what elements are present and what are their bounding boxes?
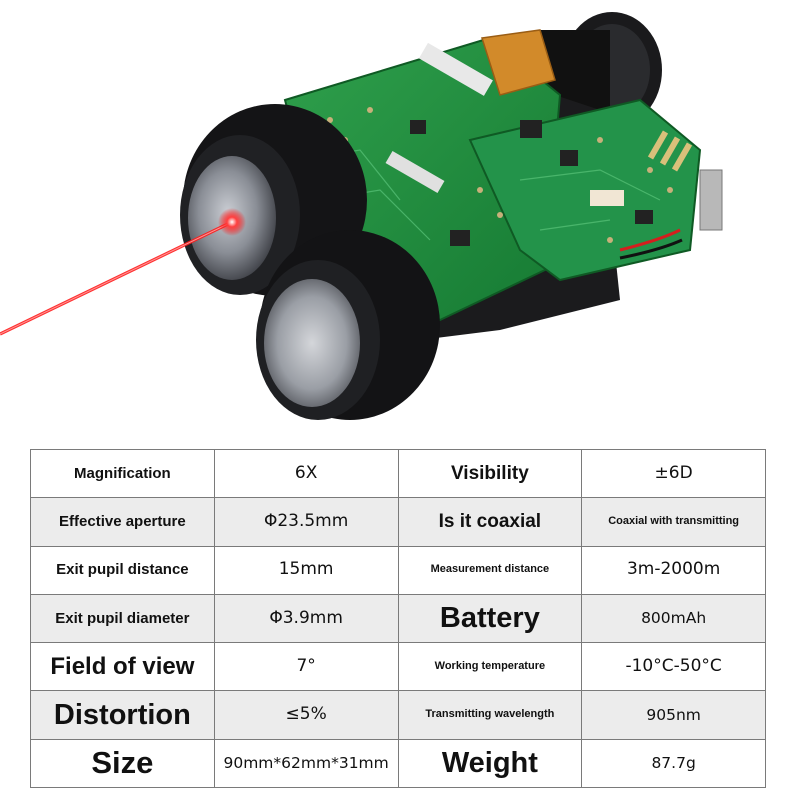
table-row: Effective aperture Φ23.5mm Is it coaxial… (30, 497, 766, 547)
spec-value: 90mm*62mm*31mm (213, 738, 399, 789)
spec-value: Φ3.9mm (213, 593, 399, 644)
table-row: Distortion ≤5% Transmitting wavelength 9… (30, 690, 766, 740)
metal-bracket (699, 169, 723, 231)
spec-label: Size (30, 738, 215, 789)
spec-value: 87.7g (581, 738, 766, 789)
spec-label: Weight (397, 738, 583, 789)
spec-label: Magnification (30, 448, 215, 499)
spec-label: Exit pupil distance (30, 545, 215, 595)
spec-label: Working temperature (397, 642, 583, 692)
spec-label: Field of view (30, 642, 215, 692)
spec-value: Φ23.5mm (213, 497, 399, 547)
spec-value: -10°C-50°C (581, 642, 766, 692)
laser-rangefinder-module-image (0, 12, 723, 420)
spec-label: Visibility (397, 448, 583, 499)
spec-value: Coaxial with transmitting (581, 497, 766, 547)
spec-value: 905nm (581, 690, 766, 740)
spec-label: Distortion (30, 690, 215, 740)
spec-value: 3m-2000m (581, 545, 766, 595)
spec-label: Exit pupil diameter (30, 593, 215, 644)
table-row: Exit pupil distance 15mm Measurement dis… (30, 545, 766, 595)
table-row: Magnification 6X Visibility ±6D (30, 448, 766, 499)
spec-value: ±6D (581, 448, 766, 499)
spec-label: Transmitting wavelength (397, 690, 583, 740)
spec-table: Magnification 6X Visibility ±6D Effectiv… (30, 448, 766, 789)
spec-value: 800mAh (581, 593, 766, 644)
spec-value: 15mm (213, 545, 399, 595)
spec-value: 7° (213, 642, 399, 692)
table-row: Exit pupil diameter Φ3.9mm Battery 800mA… (30, 593, 766, 644)
table-row: Field of view 7° Working temperature -10… (30, 642, 766, 692)
spec-label: Is it coaxial (397, 497, 583, 547)
table-row: Size 90mm*62mm*31mm Weight 87.7g (30, 738, 766, 789)
laser-beam (0, 208, 246, 336)
spec-label: Measurement distance (397, 545, 583, 595)
receiver-lens (256, 230, 440, 420)
spec-value: 6X (213, 448, 399, 499)
spec-value: ≤5% (213, 690, 399, 740)
spec-label: Battery (397, 593, 583, 644)
spec-label: Effective aperture (30, 497, 215, 547)
